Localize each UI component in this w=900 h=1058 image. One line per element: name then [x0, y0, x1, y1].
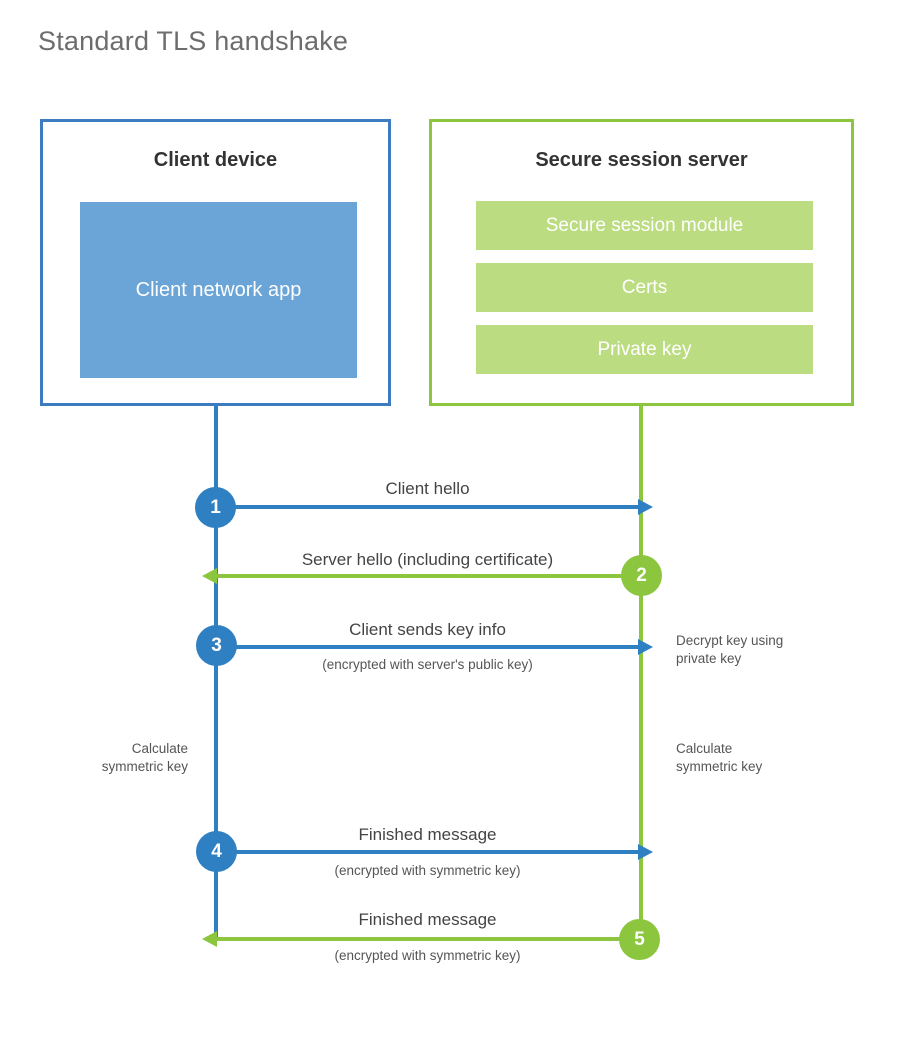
server-module-secure-session-module: Secure session module	[476, 201, 813, 250]
message-label-step-3: Client sends key info	[349, 620, 506, 639]
message-label-step-2: Server hello (including certificate)	[301, 550, 554, 569]
arrowhead-right-icon	[638, 639, 653, 655]
arrowhead-right-icon	[638, 499, 653, 515]
message-sublabel-step-4: (encrypted with symmetric key)	[334, 863, 521, 878]
arrowhead-left-icon	[202, 568, 217, 584]
step-circle-5[interactable]: 5	[619, 919, 660, 960]
message-arrow-step-5	[202, 931, 639, 947]
secure-session-server-title: Secure session server	[535, 149, 748, 171]
server-lifeline	[639, 406, 643, 940]
message-arrow-step-1	[216, 499, 653, 515]
server-module-certs: Certs	[476, 263, 813, 312]
secure-session-server-box: Secure session server Secure session mod…	[429, 119, 854, 406]
client-network-app-block: Client network app	[80, 202, 357, 378]
arrowhead-left-icon	[202, 931, 217, 947]
step-circle-2[interactable]: 2	[621, 555, 662, 596]
client-lifeline	[214, 406, 218, 941]
step-circle-3[interactable]: 3	[196, 625, 237, 666]
server-module-private-key: Private key	[476, 325, 813, 374]
arrowhead-right-icon	[638, 844, 653, 860]
message-arrow-step-3	[216, 639, 653, 655]
client-device-box: Client device Client network app	[40, 119, 391, 406]
message-arrow-step-2	[202, 568, 639, 584]
message-sublabel-step-3: (encrypted with server's public key)	[322, 657, 533, 672]
step-circle-1[interactable]: 1	[195, 487, 236, 528]
message-arrow-step-4	[216, 844, 653, 860]
page-title: Standard TLS handshake	[38, 26, 349, 56]
message-label-step-4: Finished message	[358, 825, 497, 844]
server-modules-list: Secure session module Certs Private key	[476, 201, 813, 374]
message-sublabel-step-5: (encrypted with symmetric key)	[334, 948, 521, 963]
message-label-step-5: Finished message	[358, 910, 497, 929]
message-label-step-1: Client hello	[385, 479, 470, 498]
client-device-title: Client device	[153, 149, 278, 171]
step-circle-4[interactable]: 4	[196, 831, 237, 872]
